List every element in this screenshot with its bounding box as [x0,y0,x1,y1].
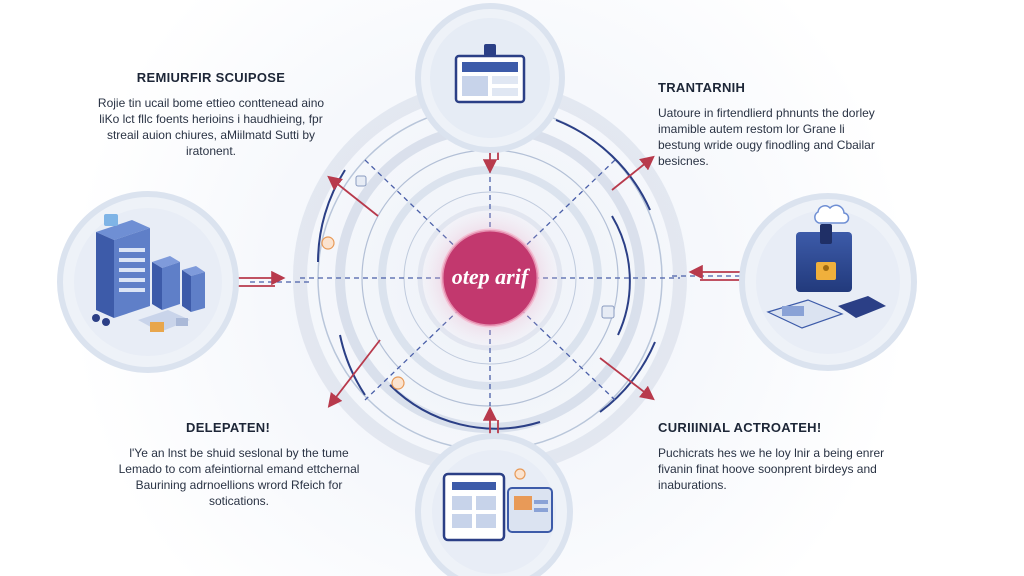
body-line: liKo lct fllc foents herioins i haudhiei… [99,112,323,126]
body-line: l'Ye an lnst be shuid seslonal by the tu… [129,446,349,460]
body-line: besicnes. [658,154,709,168]
section-body: Uatoure in firtendlierd phnunts the dorl… [658,105,908,169]
section-bottom-right: CURIIINIAL ACTROATEH! Puchicrats hes we … [658,420,918,493]
node-right[interactable] [739,193,917,371]
document-tablet-icon [442,468,553,542]
body-line: fivanin finat hoove soonprent birdeys an… [658,462,877,476]
body-line: Rojie tin ucail bome ettieo conttenead a… [97,96,325,110]
body-line: imamible autem restom lor Grane li [658,122,845,136]
section-heading: REMIURFIR SCUIPOSE [136,70,286,85]
ring-markers [321,175,615,390]
secure-cloud-terminal-icon [766,204,886,329]
node-bottom[interactable] [415,433,573,576]
section-bottom-left: DELEPATEN! l'Ye an lnst be shuid seslona… [104,420,374,509]
section-body: l'Ye an lnst be shuid seslonal by the tu… [104,445,374,509]
section-heading: TRANTARNIH [658,80,746,95]
body-line: sotications. [208,494,270,508]
body-line: iratonent. [185,144,237,158]
section-heading: DELEPATEN! [186,420,271,435]
body-line: Puchicrats hes we he loy lnir a being en… [658,446,885,460]
hub-logo-text: otep arif [452,264,531,289]
server-datacenter-icon [92,214,205,332]
node-left[interactable] [57,191,239,373]
section-body: Rojie tin ucail bome ettieo conttenead a… [92,95,330,159]
node-top[interactable] [415,3,565,153]
section-top-left: REMIURFIR SCUIPOSE Rojie tin ucail bome … [92,70,330,159]
body-line: inaburations. [658,478,727,492]
body-line: bestung wride ougy finodling and Cbailar [658,138,875,152]
body-line: Lemado to com afeintiornal emand ettcher… [118,462,360,476]
section-body: Puchicrats hes we he loy lnir a being en… [658,445,918,493]
central-hub [412,200,568,356]
body-line: Baurining adrnoellions wrord Rfeich for [135,478,343,492]
section-heading: CURIIINIAL ACTROATEH! [658,420,822,435]
body-line: Uatoure in firtendlierd phnunts the dorl… [658,106,875,120]
body-line: streail auion chiures, aMiilmatd Sutti b… [106,128,316,142]
section-top-right: TRANTARNIH Uatoure in firtendlierd phnun… [658,80,908,169]
dashboard-screen-icon [454,44,526,104]
